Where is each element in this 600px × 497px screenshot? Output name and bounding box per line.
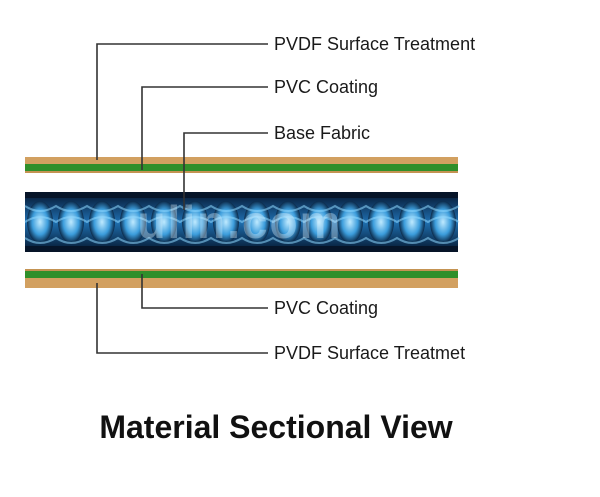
fabric-fiber: [244, 201, 270, 243]
label-top-outer: PVDF Surface Treatment: [274, 34, 475, 54]
leader-bottom-outer: [96, 283, 268, 354]
top-pvc-layer: [25, 164, 458, 171]
fabric-fiber: [306, 201, 332, 243]
watermark: ulin.com: [137, 196, 342, 248]
top-pvc-edge: [25, 171, 458, 173]
base-fabric-layer: ulin.com: [24, 192, 460, 252]
fabric-thread: [24, 204, 460, 212]
fabric-thread: [24, 216, 460, 224]
leader-top-coating: [141, 86, 268, 170]
leader-base: [183, 132, 268, 210]
fabric-fiber: [27, 201, 53, 243]
leader-top-outer: [96, 43, 268, 160]
fabric-fiber: [430, 201, 456, 243]
label-bottom-outer: PVDF Surface Treatmet: [274, 343, 465, 363]
bottom-pvdf-layer: [25, 278, 458, 288]
fabric-thread: [24, 236, 460, 244]
bottom-pvc-edge: [25, 269, 458, 271]
diagram-title: Material Sectional View: [99, 409, 452, 445]
fabric-fiber: [275, 201, 301, 243]
fabric-fiber: [151, 201, 177, 243]
fabric-fiber: [399, 201, 425, 243]
top-pvdf-layer: [25, 157, 458, 164]
fabric-fiber: [213, 201, 239, 243]
fabric-fiber: [337, 201, 363, 243]
fabric-fiber: [120, 201, 146, 243]
label-bottom-coating: PVC Coating: [274, 298, 378, 318]
leader-bottom-coating: [141, 274, 268, 309]
bottom-pvc-layer: [25, 271, 458, 278]
label-base: Base Fabric: [274, 123, 370, 143]
fabric-fiber: [182, 201, 208, 243]
fabric-fiber: [58, 201, 84, 243]
fabric-fiber: [89, 201, 115, 243]
fabric-fiber: [368, 201, 394, 243]
label-top-coating: PVC Coating: [274, 77, 378, 97]
